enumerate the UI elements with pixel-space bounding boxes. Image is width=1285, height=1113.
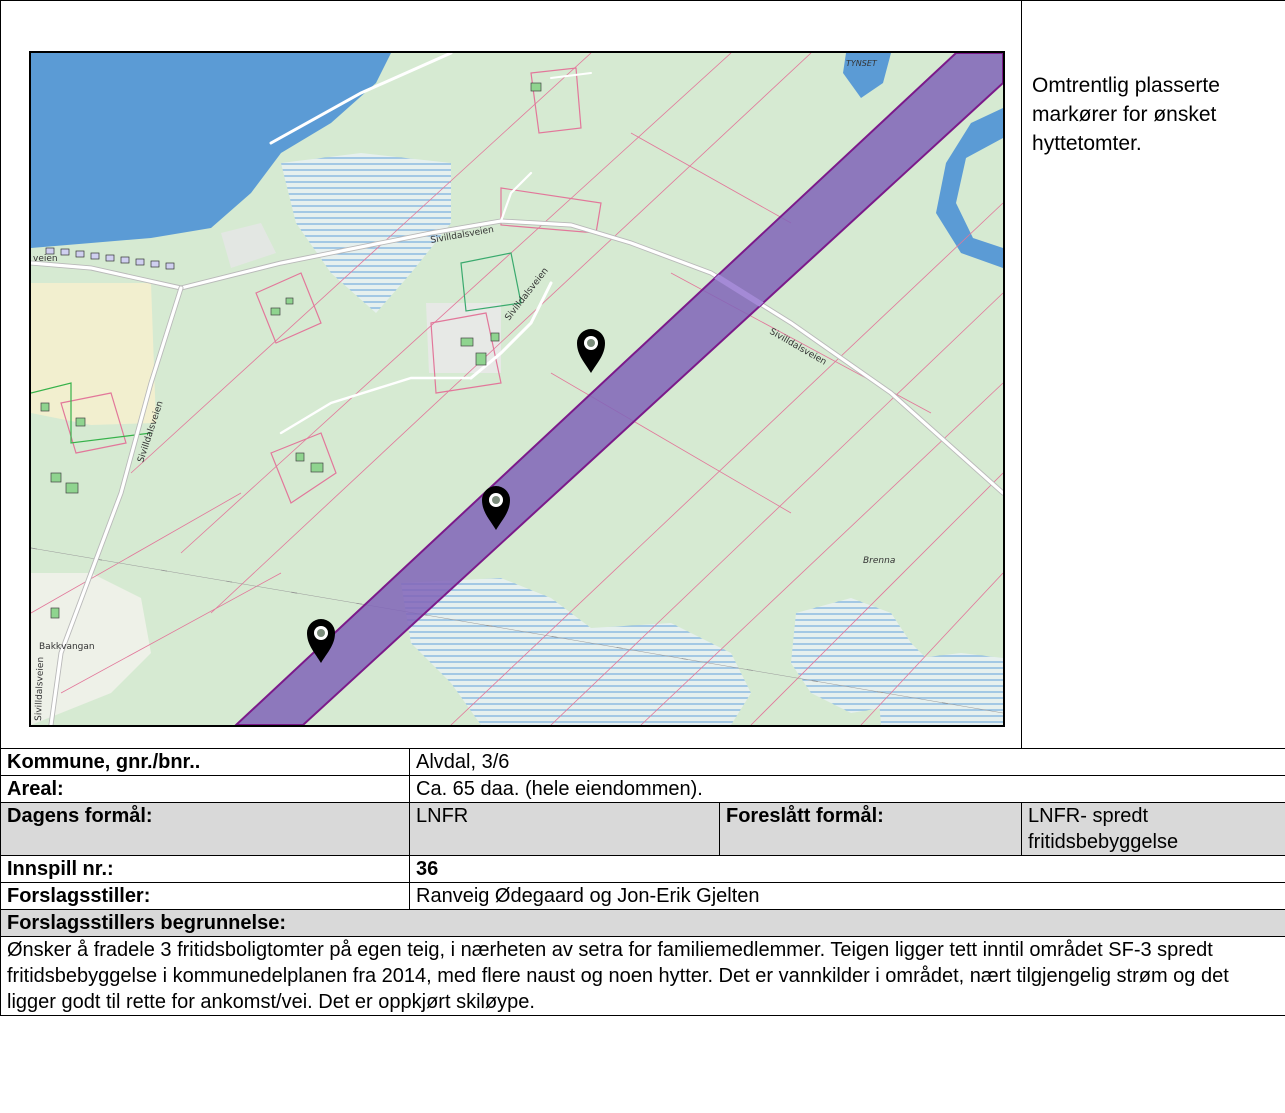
lake	[31, 53, 391, 248]
row-formal: Dagens formål: LNFR Foreslått formål: LN…	[0, 802, 1285, 856]
property-info-table: Sivilldalsveien Sivilldalsveien Sivillda…	[0, 0, 1285, 1016]
place-label-tynset: TYNSET	[846, 59, 878, 68]
forslagsstiller-value: Ranveig Ødegaard og Jon-Erik Gjelten	[408, 882, 1285, 910]
powerline-thin	[31, 547, 1003, 714]
kommune-value: Alvdal, 3/6	[408, 748, 1285, 776]
river-right	[936, 108, 1003, 268]
kommune-label: Kommune, gnr./bnr..	[0, 748, 410, 776]
row-innspill: Innspill nr.: 36	[0, 855, 1285, 883]
roads	[31, 53, 1003, 725]
row-begrunnelse-header: Forslagsstillers begrunnelse:	[0, 909, 1285, 937]
parcels	[60, 67, 602, 504]
marker-1-pin-icon[interactable]	[577, 329, 605, 373]
innspill-value: 36	[408, 855, 1285, 883]
begrunnelse-label: Forslagsstillers begrunnelse:	[0, 909, 1285, 937]
begrunnelse-text: Ønsker å fradele 3 fritidsboligtomter på…	[0, 936, 1285, 1016]
place-label-bakkvangan: Bakkvangan	[39, 642, 95, 652]
road-label-bottom-left: Sivilldalsveien	[34, 657, 46, 721]
place-label-brenna: Brenna	[863, 556, 895, 566]
road-label-left-top: veien	[33, 254, 58, 264]
river-top	[843, 53, 891, 98]
marsh-lower	[401, 578, 751, 725]
marker-2-pin-icon[interactable]	[482, 486, 510, 530]
yard-area	[221, 223, 276, 268]
areal-label: Areal:	[0, 775, 410, 803]
innspill-label: Innspill nr.:	[0, 855, 410, 883]
map-image: Sivilldalsveien Sivilldalsveien Sivillda…	[29, 51, 1005, 727]
zone-corridor	[234, 53, 1003, 725]
map-row: Sivilldalsveien Sivilldalsveien Sivillda…	[0, 0, 1285, 749]
foreslatt-formal-value: LNFR- spredt fritidsbebyggelse	[1021, 802, 1285, 856]
map-svg: Sivilldalsveien Sivilldalsveien Sivillda…	[31, 53, 1003, 725]
row-areal: Areal: Ca. 65 daa. (hele eiendommen).	[0, 775, 1285, 803]
row-kommune: Kommune, gnr./bnr.. Alvdal, 3/6	[0, 748, 1285, 776]
row-begrunnelse-text: Ønsker å fradele 3 fritidsboligtomter på…	[0, 936, 1285, 1016]
green-boundary	[31, 382, 152, 444]
green-parcel	[460, 252, 522, 312]
field-area	[31, 283, 156, 425]
map-note: Omtrentlig plasserte markører for ønsket…	[1021, 0, 1285, 749]
map-cell: Sivilldalsveien Sivilldalsveien Sivillda…	[0, 0, 1023, 749]
foreslatt-formal-label: Foreslått formål:	[718, 802, 1023, 856]
open-area	[31, 573, 151, 725]
forslagsstiller-label: Forslagsstiller:	[0, 882, 410, 910]
marsh-corner	[876, 653, 1003, 725]
marsh-upper	[281, 153, 451, 313]
row-forslagsstiller: Forslagsstiller: Ranveig Ødegaard og Jon…	[0, 882, 1285, 910]
areal-value: Ca. 65 daa. (hele eiendommen).	[408, 775, 1285, 803]
cabins-row	[45, 247, 175, 270]
marker-3-pin-icon[interactable]	[307, 619, 335, 663]
buildings	[40, 82, 542, 619]
dagens-formal-label: Dagens formål:	[0, 802, 410, 856]
dagens-formal-value: LNFR	[409, 802, 720, 856]
